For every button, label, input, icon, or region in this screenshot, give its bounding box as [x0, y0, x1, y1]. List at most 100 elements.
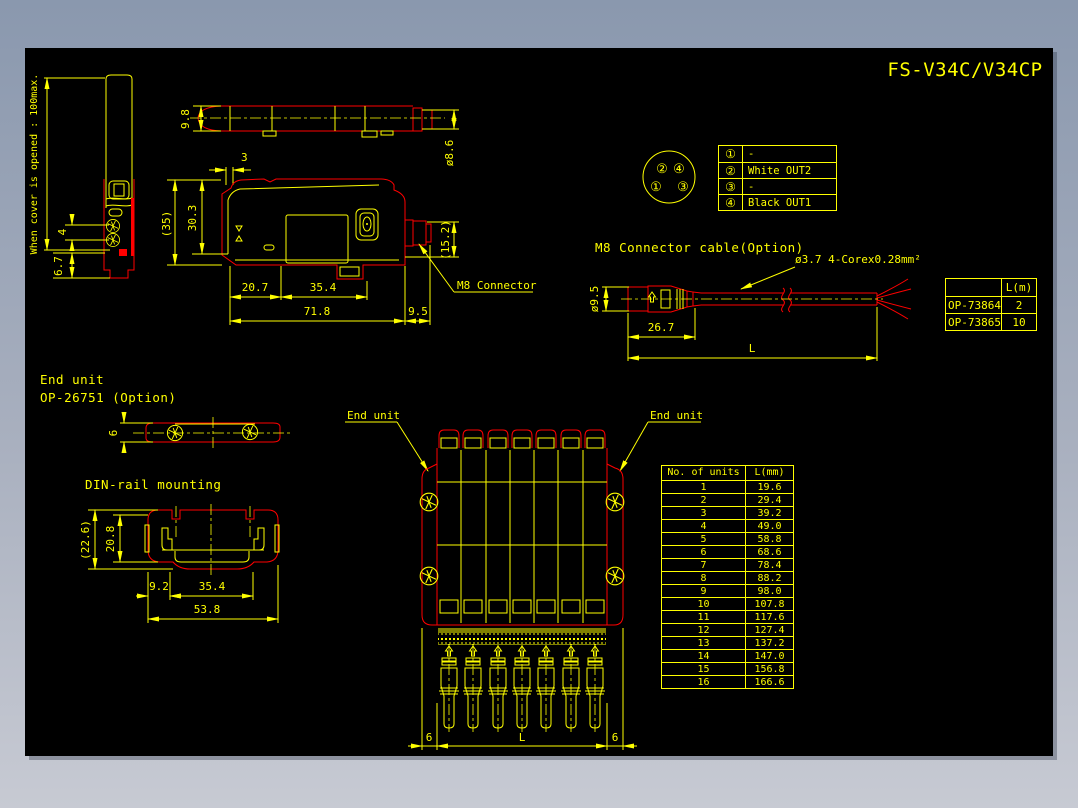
length-cell: 19.6 — [757, 482, 782, 493]
dim-label: (35) — [160, 211, 173, 238]
units-cell: 4 — [662, 520, 746, 532]
pin-cell: ② — [719, 163, 743, 178]
length-cell: 10 — [1012, 316, 1026, 329]
length-cell: 78.4 — [757, 560, 782, 571]
m8-plug-icon — [438, 643, 460, 733]
pin-signal-table: ① - ② White OUT2 ③ - ④ Black OUT1 — [718, 145, 837, 211]
dim-label: 30.3 — [186, 205, 199, 232]
units-cell: 5 — [662, 533, 746, 545]
screw-icon — [104, 217, 122, 235]
units-cell: 14 — [662, 650, 746, 662]
dim-label: 20.7 — [242, 281, 269, 294]
dim-label: 3 — [241, 151, 248, 164]
dim-label: 6 — [426, 731, 433, 744]
dim-label: 6 — [612, 731, 619, 744]
units-cell: 13 — [662, 637, 746, 649]
m8-plug-icon — [584, 643, 606, 733]
table-row: OP-73865 10 — [946, 313, 1036, 330]
dim-label: 35.4 — [310, 281, 337, 294]
m8-plug-icon — [487, 643, 509, 733]
screw-icon — [604, 565, 626, 587]
dim-label: 53.8 — [194, 603, 221, 616]
table-row: 13 137.2 — [662, 636, 793, 649]
dim-label: 9.8 — [179, 109, 192, 129]
length-cell: 39.2 — [757, 508, 782, 519]
dim-label: 71.8 — [304, 305, 331, 318]
units-cell: 12 — [662, 624, 746, 636]
cable-length-table: L(m) OP-73864 2 OP-73865 10 — [945, 278, 1037, 331]
end-unit-name: End unit — [40, 372, 104, 387]
m8-plug-icon — [511, 643, 533, 733]
units-cell: 1 — [662, 481, 746, 493]
units-cell: 10 — [662, 598, 746, 610]
din-rail-view: DIN-rail mounting (22.6) 20.8 9.2 35.4 5… — [79, 477, 280, 623]
length-header-cell: L(m) — [1005, 281, 1033, 294]
signal-cell: Black OUT1 — [748, 197, 812, 209]
units-header-cell: No. of units — [662, 466, 746, 480]
length-cell: 58.8 — [757, 534, 782, 545]
length-header-cell: L(mm) — [754, 467, 785, 478]
length-cell: 156.8 — [754, 664, 785, 675]
length-cell: 68.6 — [757, 547, 782, 558]
dim-label: 35.4 — [199, 580, 226, 593]
units-cell: 7 — [662, 559, 746, 571]
pin-4: ④ — [673, 162, 685, 177]
dim-label: ø8.6 — [443, 140, 456, 167]
end-unit-callout-right: End unit — [650, 409, 703, 422]
cable-heading: M8 Connector cable(Option) — [595, 240, 804, 255]
signal-cell: White OUT2 — [748, 165, 812, 177]
table-row: ② White OUT2 — [719, 162, 836, 178]
length-cell: 29.4 — [757, 495, 782, 506]
length-cell: 127.4 — [754, 625, 785, 636]
model-header-cell — [946, 279, 1002, 296]
table-row: 14 147.0 — [662, 649, 793, 662]
units-cell: 11 — [662, 611, 746, 623]
pin-diagram: ② ④ ① ③ — [642, 150, 696, 204]
table-row: ③ - — [719, 178, 836, 194]
table-row: ④ Black OUT1 — [719, 194, 836, 210]
pin-1: ① — [650, 180, 662, 195]
units-cell: 9 — [662, 585, 746, 597]
pin-cell: ① — [719, 146, 743, 162]
table-header-row: L(m) — [946, 279, 1036, 296]
model-cell: OP-73864 — [948, 297, 1002, 313]
units-cell: 6 — [662, 546, 746, 558]
dim-label: 9.2 — [149, 580, 169, 593]
length-cell: 147.0 — [754, 651, 785, 662]
screw-icon — [604, 491, 626, 513]
din-rail-heading: DIN-rail mounting — [85, 477, 221, 492]
length-cell: 137.2 — [754, 638, 785, 649]
length-cell: 49.0 — [757, 521, 782, 532]
dim-label: L — [749, 342, 756, 355]
pin-3: ③ — [677, 180, 689, 195]
m8-plug-icon — [535, 643, 557, 733]
table-row: OP-73864 2 — [946, 296, 1036, 313]
side-view: When cover is opened : 100max. 4 6.7 — [29, 74, 135, 279]
drawing-canvas: FS-V34C/V34CP When cover is opened : 100… — [25, 48, 1053, 756]
side-note: When cover is opened : 100max. — [29, 74, 40, 255]
table-row: ① - — [719, 146, 836, 162]
units-cell: 8 — [662, 572, 746, 584]
connector-callout: M8 Connector — [457, 279, 537, 292]
signal-cell: - — [748, 181, 755, 193]
table-row: 12 127.4 — [662, 623, 793, 636]
units-cell: 16 — [662, 676, 746, 688]
dim-label: 4 — [56, 228, 69, 235]
m8-plug-icon — [560, 643, 582, 733]
cable-spec: ø3.7 4-Corex0.28mm² — [795, 253, 921, 266]
length-cell: 98.0 — [757, 586, 782, 597]
cad-drawing: FS-V34C/V34CP When cover is opened : 100… — [29, 59, 1042, 750]
length-cell: 88.2 — [757, 573, 782, 584]
dim-label: ø9.5 — [588, 286, 601, 313]
dim-label: (22.6) — [79, 520, 92, 560]
